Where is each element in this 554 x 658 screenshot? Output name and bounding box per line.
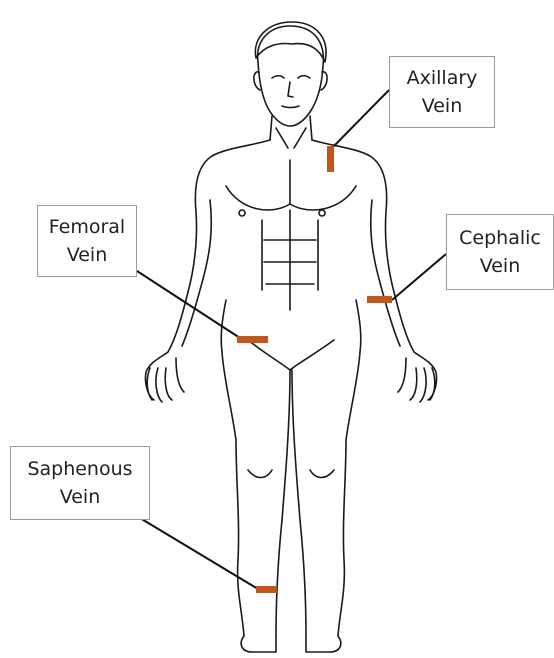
femoral-marker xyxy=(237,336,268,343)
torso-outline xyxy=(145,140,436,400)
femoral-vein-label: Femoral Vein xyxy=(37,205,137,277)
neck-muscles xyxy=(276,128,306,148)
nose xyxy=(288,82,293,97)
abdomen xyxy=(262,210,318,310)
cephalic-marker xyxy=(367,296,392,303)
axillary-vein-label: Axillary Vein xyxy=(389,56,495,128)
inner-arms xyxy=(182,200,400,346)
feet xyxy=(241,636,341,652)
hair xyxy=(255,22,326,62)
groin xyxy=(248,340,334,370)
head-outline xyxy=(258,26,324,126)
knees xyxy=(248,470,334,478)
saphenous-marker xyxy=(256,586,277,593)
axillary-vein-line1: Axillary xyxy=(407,64,478,92)
femoral-vein-line1: Femoral xyxy=(49,213,125,241)
femoral-vein-line2: Vein xyxy=(49,241,125,269)
saphenous-vein-label: Saphenous Vein xyxy=(10,446,150,520)
vein-markers xyxy=(237,146,392,593)
cephalic-vein-line1: Cephalic xyxy=(459,224,541,252)
cephalic-vein-label: Cephalic Vein xyxy=(446,214,554,290)
saphenous-vein-line2: Vein xyxy=(27,483,132,511)
axillary-leader xyxy=(332,90,389,148)
cephalic-leader xyxy=(392,254,446,300)
nipples xyxy=(239,210,325,216)
axillary-marker xyxy=(327,146,334,172)
cephalic-vein-line2: Vein xyxy=(459,252,541,280)
leader-lines xyxy=(130,90,446,589)
left-hand xyxy=(147,358,184,402)
saphenous-vein-line1: Saphenous xyxy=(27,455,132,483)
eyes xyxy=(272,76,310,78)
mouth xyxy=(282,106,299,108)
right-leg xyxy=(292,370,346,636)
right-hand xyxy=(398,358,435,402)
pectorals xyxy=(226,160,356,210)
axillary-vein-line2: Vein xyxy=(407,92,478,120)
left-leg xyxy=(236,370,290,636)
